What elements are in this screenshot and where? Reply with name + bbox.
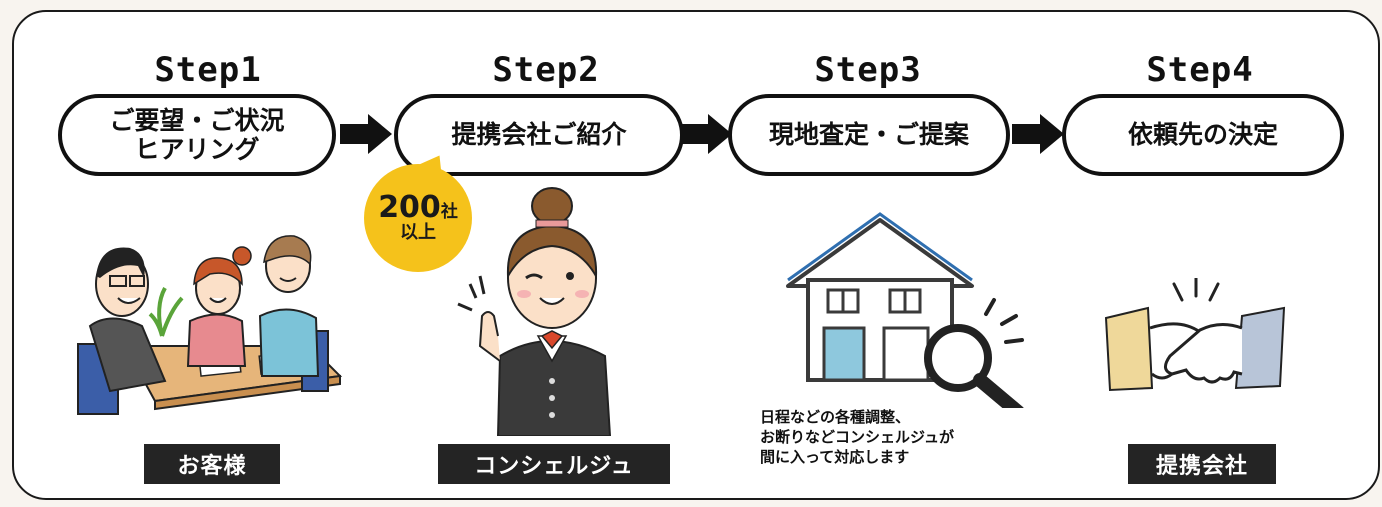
handshake-illustration [1104,278,1286,392]
badge-unit: 社 [440,202,458,223]
arrow-right-icon [340,114,392,154]
magnifier-icon [924,298,1024,408]
step4-title: Step4 [1146,50,1254,90]
step4-pill-text: 依頼先の決定 [1127,120,1278,150]
concierge-label: コンシェルジュ [438,444,670,484]
step1-pill: ご要望・ご状況 ヒアリング [58,94,336,176]
badge-number: 200 [378,190,441,226]
badge-sub: 以上 [400,222,436,244]
house-illustration [786,212,1024,408]
step1-pill-line2: ヒアリング [134,135,260,164]
partner-count-badge: 200社 以上 [364,164,472,272]
arrow-right-icon [680,114,732,154]
concierge-illustration [457,187,612,436]
customer-label: お客様 [144,444,280,484]
step3-pill: 現地査定・ご提案 [728,94,1010,176]
step3-pill-text: 現地査定・ご提案 [768,120,969,150]
step4-pill: 依頼先の決定 [1062,94,1344,176]
partner-company-label: 提携会社 [1128,444,1276,484]
step2-title: Step2 [492,50,600,90]
step2-pill-text: 提携会社ご紹介 [451,120,627,150]
step1-title: Step1 [154,50,262,90]
arrow-right-icon [1012,114,1064,154]
note-line2: お断りなどコンシェルジュが [760,427,954,446]
note-line3: 間に入って対応します [760,447,910,466]
step1-pill-line1: ご要望・ご状況 [109,105,285,135]
people-meeting-illustration [77,235,343,415]
step2-pill: 提携会社ご紹介 [394,94,684,176]
step3-title: Step3 [814,50,922,90]
step3-note: 日程などの各種調整、 お断りなどコンシェルジュが 間に入って対応します [760,408,1060,467]
note-line1: 日程などの各種調整、 [760,408,911,426]
